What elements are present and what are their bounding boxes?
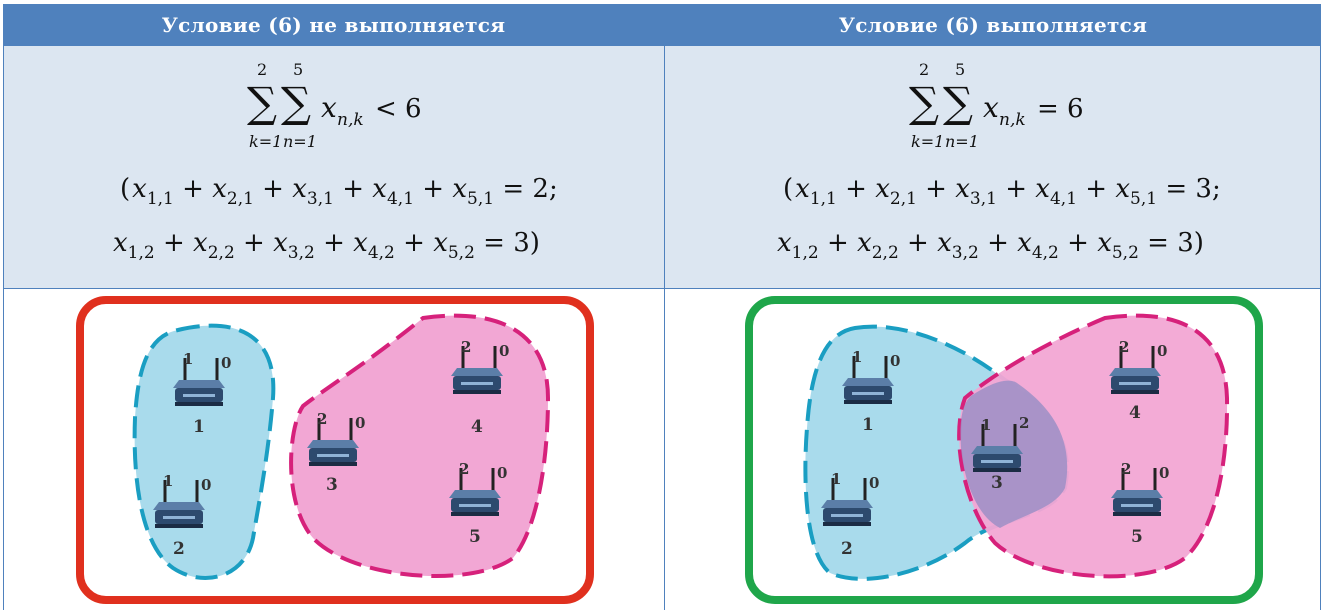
sigma-n: ∑ <box>943 78 973 127</box>
router-2-id: 2 <box>173 539 185 559</box>
line1-result: 2 <box>532 174 549 204</box>
router-5-port-left: 2 <box>459 460 469 478</box>
router-3-port-left: 1 <box>981 416 991 434</box>
equation-line-1: (x1,1 + x2,1 + x3,1 + x4,1 + x5,1 = 3; <box>783 174 1221 209</box>
router-4-id: 4 <box>1129 403 1141 423</box>
sum-upper-n: 5 <box>293 60 303 79</box>
diagram-cell-right: 1 0 1 1 0 2 1 2 3 2 0 4 2 0 5 <box>665 288 1321 610</box>
router-3-port-right: 2 <box>1019 414 1029 432</box>
router-1-port-right: 0 <box>221 354 231 372</box>
router-5-id: 5 <box>469 527 481 547</box>
network-diagram-left: 1 0 1 1 0 2 2 0 3 2 0 4 2 0 5 <box>76 296 594 604</box>
formula-right: 2 5 ∑ ∑ k=1 n=1 x n,k = 6 (x1,1 + x2,1 +… <box>777 60 1221 263</box>
router-2-port-left: 1 <box>163 472 173 490</box>
router-4-port-left: 2 <box>1119 338 1129 356</box>
frame-right <box>745 296 1263 604</box>
network-diagram-right: 1 0 1 1 0 2 1 2 3 2 0 4 2 0 5 <box>745 296 1263 604</box>
formula-cell-right: 2 5 ∑ ∑ k=1 n=1 x n,k = 6 (x1,1 + x2,1 +… <box>665 45 1321 288</box>
sigma-k: ∑ <box>909 78 939 127</box>
sum-lower-n: n=1 <box>945 132 979 151</box>
router-1-port-right: 0 <box>890 352 900 370</box>
router-4-port-left: 2 <box>461 338 471 356</box>
table-border-header <box>3 45 1321 46</box>
sigma-k: ∑ <box>247 78 277 127</box>
router-3-id: 3 <box>991 473 1003 493</box>
cluster-blue-left <box>132 323 276 580</box>
router-4-port-right: 0 <box>499 342 509 360</box>
sum-upper-k: 2 <box>919 60 929 79</box>
router-3-port-right: 0 <box>355 414 365 432</box>
router-5-port-left: 2 <box>1121 460 1131 478</box>
summand: x <box>321 91 337 124</box>
router-4-port-right: 0 <box>1157 342 1167 360</box>
summand-sub: n,k <box>999 110 1026 130</box>
equation-line-2: x1,2 + x2,2 + x3,2 + x4,2 + x5,2 = 3) <box>113 228 540 263</box>
router-5-id: 5 <box>1131 527 1143 547</box>
sum-upper-k: 2 <box>257 60 267 79</box>
equation-line-2: x1,2 + x2,2 + x3,2 + x4,2 + x5,2 = 3) <box>777 228 1204 263</box>
router-2-id: 2 <box>841 539 853 559</box>
table-border-left <box>3 4 4 610</box>
router-2-port-right: 0 <box>201 476 211 494</box>
sum-lower-k: k=1 <box>911 132 944 151</box>
router-3-port-left: 2 <box>317 410 327 428</box>
router-1-id: 1 <box>862 415 874 435</box>
router-2-port-left: 1 <box>831 470 841 488</box>
relation: < 6 <box>375 94 422 124</box>
line2-result: 3 <box>1177 228 1194 258</box>
formula-cell-left: 2 5 ∑ ∑ k=1 n=1 x n,k < 6 (x1,1 + x2,1 +… <box>3 45 664 288</box>
router-1-port-left: 1 <box>852 348 862 366</box>
summand: x <box>983 91 999 124</box>
summand-sub: n,k <box>337 110 364 130</box>
diagram-cell-left: 1 0 1 1 0 2 2 0 3 2 0 4 2 0 5 <box>3 288 664 610</box>
formula-left: 2 5 ∑ ∑ k=1 n=1 x n,k < 6 (x1,1 + x2,1 +… <box>113 60 558 263</box>
sigma-n: ∑ <box>281 78 311 127</box>
router-1-port-left: 1 <box>183 350 193 368</box>
router-5-port-right: 0 <box>1159 464 1169 482</box>
router-5-port-right: 0 <box>497 464 507 482</box>
equation-line-1: (x1,1 + x2,1 + x3,1 + x4,1 + x5,1 = 2; <box>120 174 558 209</box>
sum-lower-k: k=1 <box>249 132 282 151</box>
router-4-id: 4 <box>471 417 483 437</box>
line2-result: 3 <box>513 228 530 258</box>
table-border-formula <box>3 288 1321 289</box>
relation: = 6 <box>1037 94 1084 124</box>
frame-left <box>76 296 594 604</box>
router-2-port-right: 0 <box>869 474 879 492</box>
router-1-id: 1 <box>193 417 205 437</box>
comparison-table: Условие (6) не выполняется Условие (6) в… <box>3 4 1321 610</box>
header-right: Условие (6) выполняется <box>665 4 1321 45</box>
sum-lower-n: n=1 <box>283 132 317 151</box>
table-border-middle <box>664 4 665 610</box>
line1-result: 3 <box>1195 174 1212 204</box>
header-left: Условие (6) не выполняется <box>3 4 664 45</box>
sum-upper-n: 5 <box>955 60 965 79</box>
router-3-id: 3 <box>326 475 338 495</box>
